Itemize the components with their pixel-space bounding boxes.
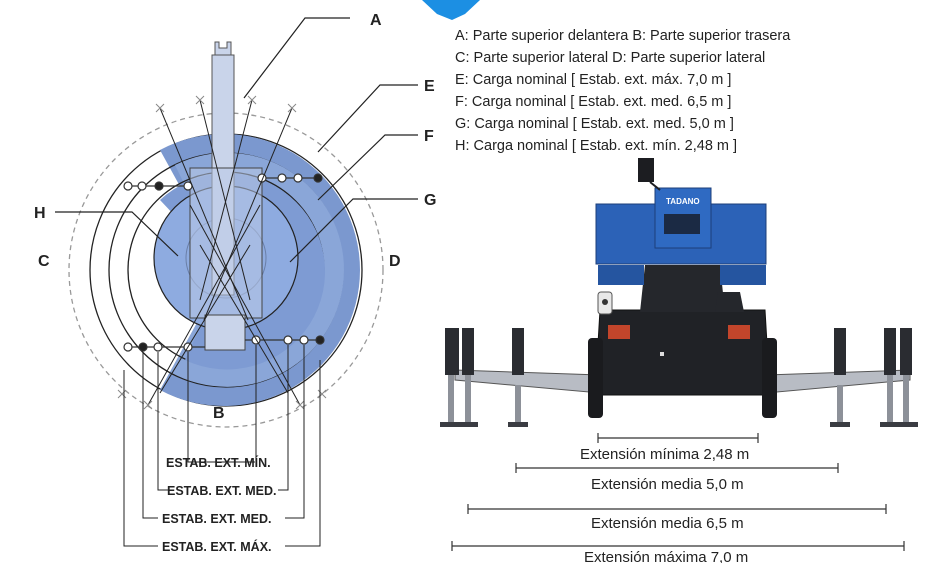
brand-logo-fragment xyxy=(422,0,480,20)
legend-line-cd: C: Parte superior lateral D: Parte super… xyxy=(455,50,765,66)
counterweight-left xyxy=(598,265,644,285)
letter-g: G xyxy=(424,192,436,209)
leader-lines xyxy=(55,17,418,263)
outrigger-dimension-lines xyxy=(123,345,321,547)
label-estab-min: ESTAB. EXT. MÍN. xyxy=(166,455,271,470)
boom-camera-mount xyxy=(649,181,661,191)
carrier-body xyxy=(594,309,771,396)
legend-line-g: G: Carga nominal [ Estab. ext. med. 5,0 … xyxy=(455,116,734,132)
legend-line-e: E: Carga nominal [ Estab. ext. máx. 7,0 … xyxy=(455,72,731,88)
tipping-lines xyxy=(147,99,301,406)
brand-label: TADANO xyxy=(666,197,700,206)
outrigger-jacks-right xyxy=(830,328,918,427)
letter-d: D xyxy=(389,253,401,270)
label-estab-max: ESTAB. EXT. MÁX. xyxy=(162,539,272,554)
mirror-left-lens xyxy=(602,299,608,305)
letter-f: F xyxy=(424,128,434,145)
tail-light-left xyxy=(608,325,630,339)
extension-dimension-lines xyxy=(451,433,905,551)
letter-e: E xyxy=(424,78,435,95)
legend-line-ab: A: Parte superior delantera B: Parte sup… xyxy=(455,28,791,44)
legend-line-f: F: Carga nominal [ Estab. ext. med. 6,5 … xyxy=(455,94,731,110)
extension-med65-label: Extensión media 6,5 m xyxy=(591,515,744,532)
boom-head xyxy=(214,41,232,56)
working-range-top-view: A B C D E F G H ESTAB. EXT. MÍN. ESTAB. … xyxy=(34,12,436,554)
step-right xyxy=(715,292,744,312)
extension-min-label: Extensión mínima 2,48 m xyxy=(580,446,749,463)
extension-med5-label: Extensión media 5,0 m xyxy=(591,476,744,493)
legend-line-h: H: Carga nominal [ Estab. ext. mín. 2,48… xyxy=(455,138,737,154)
letter-b: B xyxy=(213,405,225,422)
letter-h: H xyxy=(34,205,46,222)
letter-c: C xyxy=(38,253,50,270)
outrigger-jacks-left xyxy=(440,328,528,427)
label-estab-med-1: ESTAB. EXT. MED. xyxy=(167,484,277,498)
letter-a: A xyxy=(370,12,382,29)
cabin-window xyxy=(664,214,700,234)
carrier-rear xyxy=(204,314,246,351)
counterweight-right xyxy=(720,265,766,285)
legend: A: Parte superior delantera B: Parte sup… xyxy=(455,28,791,154)
turntable xyxy=(640,265,725,312)
boom-camera xyxy=(638,158,654,182)
wheel-left xyxy=(588,338,603,418)
label-estab-med-2: ESTAB. EXT. MED. xyxy=(162,512,272,526)
tipping-markers xyxy=(117,95,327,410)
extension-max-label: Extensión máxima 7,0 m xyxy=(584,549,748,563)
wheel-right xyxy=(762,338,777,418)
crane-front-view: TADANO xyxy=(440,158,918,427)
front-marker xyxy=(660,352,664,356)
outrigger-beam-left xyxy=(454,369,601,394)
tail-light-right xyxy=(728,325,750,339)
